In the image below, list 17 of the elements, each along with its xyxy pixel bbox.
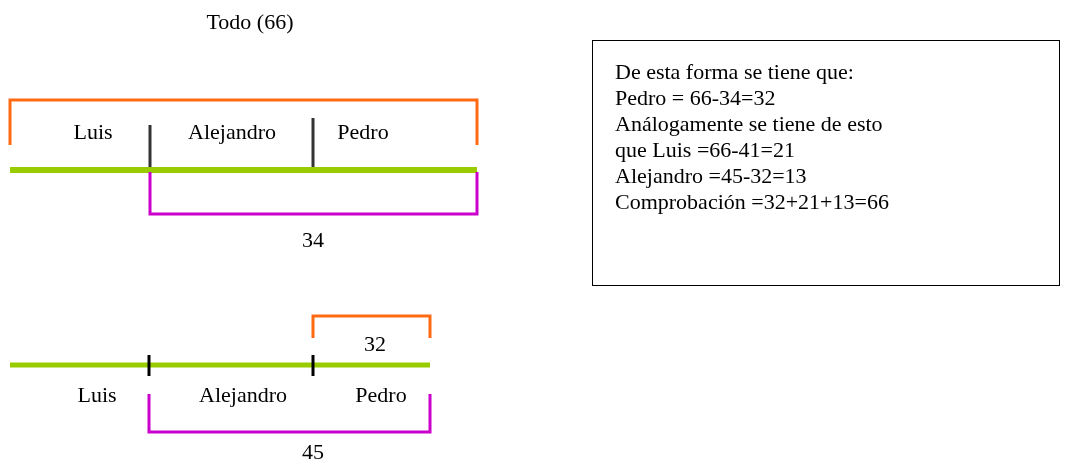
text-line: Análogamente se tiene de esto [615,111,884,137]
text-line: Pedro = 66-34=32 [615,85,777,111]
segment-label: Alejandro [188,120,276,144]
value-label: 45 [302,440,324,463]
segment-label: Luis [73,120,113,144]
value-label: 34 [302,228,324,252]
segment-label: Luis [77,383,117,407]
text-line: De esta forma se tiene que: [615,59,855,85]
text-line: que Luis =66-41=21 [615,137,797,163]
segment-label: Alejandro [199,383,287,407]
segment-label: Pedro [355,383,407,407]
text-box [592,40,1060,286]
value-label: 32 [364,332,386,356]
text-line: Alejandro =45-32=13 [615,163,808,189]
total-label: Todo (66) [206,10,294,34]
text-line: Comprobación =32+21+13=66 [615,189,890,215]
segment-label: Pedro [337,120,389,144]
